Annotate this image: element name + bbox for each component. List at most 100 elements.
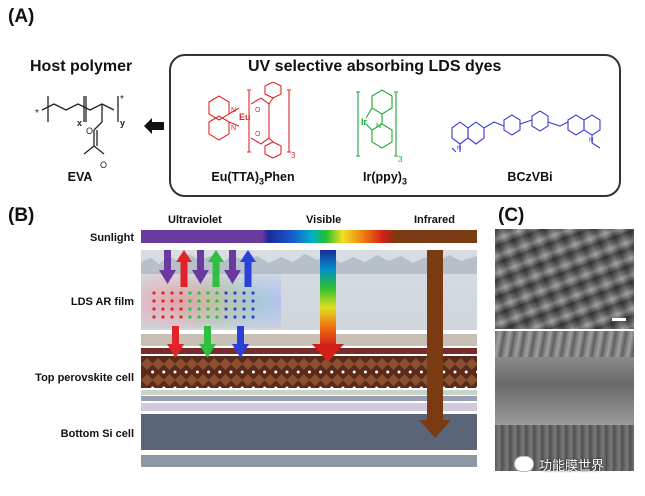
perovskite-octahedron [353, 358, 366, 370]
perovskite-octahedron [286, 358, 299, 370]
perovskite-octahedron [264, 358, 277, 370]
perovskite-cation [274, 386, 278, 388]
perovskite-cation [285, 386, 289, 388]
svg-text:O: O [255, 131, 261, 138]
perovskite-cation [330, 386, 334, 388]
dye-dot [215, 291, 219, 295]
perovskite-octahedron [465, 374, 477, 386]
perovskite-cation [386, 386, 390, 388]
perovskite-octahedron [230, 374, 243, 386]
svg-text:*: * [120, 94, 124, 105]
perovskite-cation [475, 386, 477, 388]
perovskite-cation [285, 370, 289, 374]
perovskite-octahedron [141, 358, 153, 370]
perovskite-cation [453, 386, 457, 388]
dye-dot [224, 307, 228, 311]
interlayer-4 [141, 396, 477, 401]
perovskite-octahedron [297, 374, 310, 386]
sunlight-spectrum-bar [141, 230, 477, 243]
panel-label-c: (C) [498, 205, 525, 226]
dye-dot [170, 291, 174, 295]
watermark: 功能膜世界 [514, 453, 632, 475]
perovskite-cation [240, 386, 244, 388]
ir-complex-label: Ir(ppy)3 [350, 170, 420, 187]
panel-label-a: (A) [8, 6, 35, 27]
perovskite-octahedron [286, 374, 299, 386]
eu-complex-label: Eu(TTA)3Phen [198, 170, 308, 187]
perovskite-cation [173, 370, 177, 374]
ir-sub: 3 [401, 176, 407, 187]
interlayer-2 [141, 348, 477, 354]
perovskite-cation [307, 386, 311, 388]
perovskite-cation [195, 370, 199, 374]
photon-arrows [159, 250, 451, 438]
perovskite-cation [218, 386, 222, 388]
dye-dot [233, 299, 237, 303]
perovskite-octahedron [241, 374, 254, 386]
svg-text:O: O [86, 126, 93, 136]
perovskite-octahedron [141, 374, 153, 386]
perovskite-octahedron [353, 374, 366, 386]
perovskite-cation [375, 386, 379, 388]
perovskite-octahedron [275, 358, 288, 370]
visible-label: Visible [306, 214, 342, 226]
perovskite-octahedron [253, 358, 265, 370]
sem-cross-section [495, 331, 634, 471]
perovskite-cation [218, 370, 222, 374]
dye-dot [251, 315, 255, 319]
perovskite-octahedron [152, 358, 165, 370]
bczvbi-label: BCzVBi [507, 170, 553, 184]
watermark-text: 功能膜世界 [539, 458, 605, 474]
dye-dot [242, 299, 246, 303]
perovskite-cation [397, 386, 401, 388]
dye-dot [179, 315, 183, 319]
perovskite-cation [162, 386, 166, 388]
perovskite-cation [319, 386, 323, 388]
bczvbi-structure: N N [451, 110, 601, 153]
dye-dot [206, 315, 210, 319]
perovskite-cation [341, 370, 345, 374]
perovskite-cation [184, 386, 188, 388]
perovskite-octahedron [331, 358, 344, 370]
svg-text:O: O [255, 107, 261, 114]
perovskite-octahedron [219, 374, 232, 386]
eu-complex-structure: Eu N N O O 3 [208, 82, 296, 160]
perovskite-octahedron [376, 374, 389, 386]
dye-dot [224, 315, 228, 319]
perovskite-octahedron [398, 358, 411, 370]
perovskite-cation [173, 386, 177, 388]
perovskite-cation [195, 386, 199, 388]
perovskite-cation [419, 370, 423, 374]
perovskite-octahedron [331, 374, 344, 386]
dye-dot [251, 307, 255, 311]
dye-dot [242, 307, 246, 311]
perovskite-octahedron [197, 374, 209, 386]
perovskite-octahedron [174, 374, 187, 386]
perovskite-octahedron [152, 374, 165, 386]
dye-dot [161, 291, 165, 295]
dye-dot [233, 315, 237, 319]
perovskite-cation [207, 386, 211, 388]
interlayer-5 [141, 403, 477, 411]
perovskite-octahedron [365, 358, 377, 370]
dye-dot [179, 307, 183, 311]
perovskite-cation [397, 370, 401, 374]
perovskite-octahedron [185, 374, 198, 386]
perovskite-cation [229, 370, 233, 374]
eu-sub: 3 [259, 176, 265, 187]
dye-dot [188, 307, 192, 311]
dye-dot [224, 299, 228, 303]
perovskite-cation [263, 386, 267, 388]
dye-dot [251, 291, 255, 295]
perovskite-cation [240, 370, 244, 374]
dye-dot [197, 315, 201, 319]
svg-text:N: N [589, 138, 593, 144]
dye-dot [233, 307, 237, 311]
dye-dot [179, 291, 183, 295]
perovskite-cation [263, 370, 267, 374]
perovskite-octahedron [376, 358, 389, 370]
perovskite-cation [151, 386, 155, 388]
dye-dot [242, 315, 246, 319]
eva-sub-y: y [120, 118, 125, 128]
perovskite-octahedron [387, 374, 400, 386]
